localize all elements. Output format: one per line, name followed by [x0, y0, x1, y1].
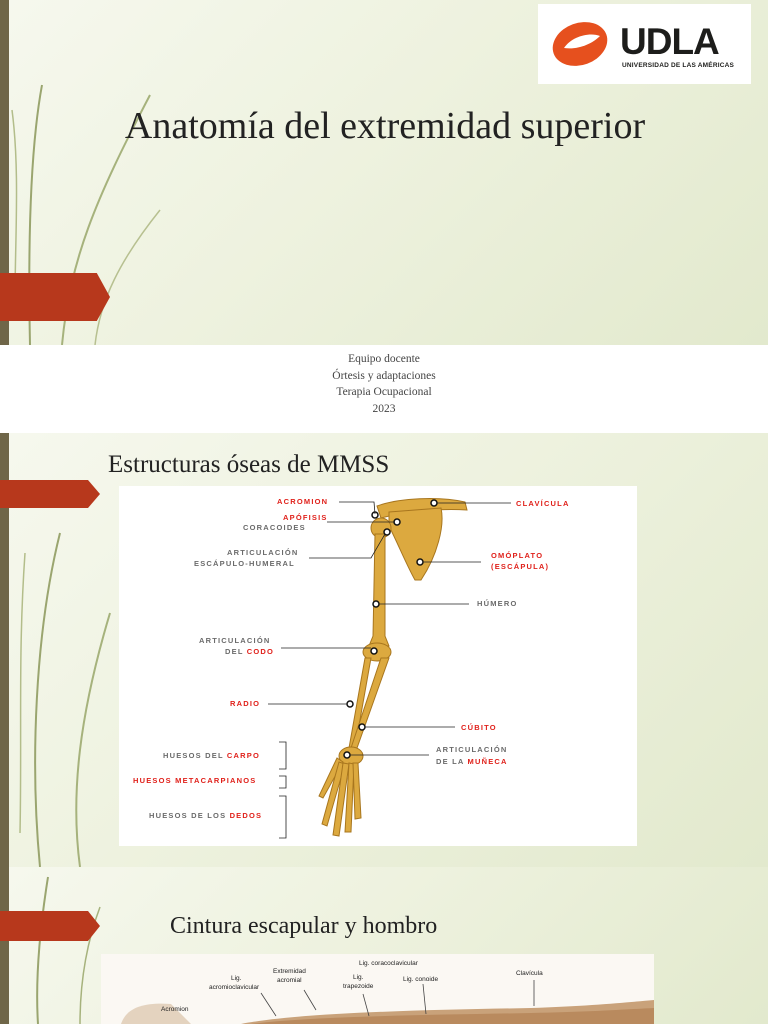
grass-decoration: [19, 532, 111, 867]
label-carpo-red: CARPO: [226, 751, 260, 760]
accent-arrow: [0, 911, 100, 941]
arm-skeleton-figure: ACROMION APÓFISIS CORACOIDES ARTICULACIÓ…: [119, 486, 637, 846]
label-codo: CODO: [246, 647, 275, 656]
label-articulacion-muneca-1: ARTICULACIÓN: [436, 745, 508, 754]
label-lig-coracoclavicular: Lig. coracoclavicular: [359, 960, 418, 967]
arm-skeleton-illustration: [268, 498, 511, 839]
label-muneca: MUÑECA: [467, 757, 508, 766]
credit-line: Terapia Ocupacional: [336, 386, 432, 398]
label-articulacion-escapulo-2: ESCÁPULO-HUMERAL: [194, 559, 295, 568]
credit-line: Equipo docente: [348, 353, 420, 365]
label-lig-acromio-1: Lig.: [231, 975, 242, 982]
label-extremidad-2: acromial: [277, 977, 302, 984]
label-apofisis: APÓFISIS: [283, 513, 328, 522]
label-radio: RADIO: [230, 699, 261, 708]
label-articulacion-codo-2: DEL CODO: [225, 647, 274, 657]
label-omoplato-1: OMÓPLATO: [491, 551, 544, 560]
shoulder-figure: Lig. coracoclavicular Extremidad acromia…: [101, 954, 654, 1024]
credit-line: 2023: [372, 402, 396, 415]
shoulder-illustration: [121, 980, 654, 1024]
accent-arrow: [0, 480, 100, 508]
credits-block: Equipo docente Órtesis y adaptaciones Te…: [0, 345, 768, 433]
slide-1-title: Anatomía del extremidad superior: [124, 105, 646, 147]
label-articulacion-muneca-2: DE LA MUÑECA: [436, 757, 508, 767]
label-de-la: DE LA: [436, 757, 468, 766]
credit-line: Órtesis y adaptaciones: [332, 369, 436, 382]
label-articulacion-codo-1: ARTICULACIÓN: [199, 636, 271, 645]
logo-text: UDLA: [620, 21, 720, 62]
label-huesos-de-los: HUESOS DE LOS: [149, 811, 230, 820]
label-extremidad-1: Extremidad: [273, 968, 306, 975]
label-lig-trap-2: trapezoide: [343, 983, 374, 990]
label-clavicula: Clavícula: [516, 970, 543, 977]
label-metacarpianos: HUESOS METACARPIANOS: [133, 776, 257, 785]
label-acromion: ACROMION: [277, 497, 329, 506]
slide-3: Cintura escapular y hombro Lig. coracocl…: [0, 867, 768, 1024]
slide-3-title: Cintura escapular y hombro: [170, 913, 438, 939]
label-lig-acromio-2: acromioclavicular: [209, 984, 260, 991]
label-humero: HÚMERO: [477, 599, 518, 608]
label-omoplato-2: (ESCÁPULA): [491, 562, 550, 571]
label-dedos: HUESOS DE LOS DEDOS: [149, 811, 262, 821]
left-bar: [0, 867, 9, 1024]
udla-logo-icon: [552, 22, 608, 66]
label-carpo: HUESOS DEL CARPO: [163, 751, 260, 761]
slide-1: UDLA UNIVERSIDAD DE LAS AMÉRICAS Anatomí…: [0, 0, 768, 345]
label-lig-trap-1: Lig.: [353, 974, 364, 981]
label-dedos-red: DEDOS: [229, 811, 263, 820]
left-bar: [0, 433, 9, 867]
left-bar: [0, 0, 9, 345]
label-del: DEL: [225, 647, 247, 656]
label-clavicula: CLAVÍCULA: [516, 499, 570, 508]
label-articulacion-escapulo-1: ARTICULACIÓN: [227, 548, 299, 557]
slide-2-title: Estructuras óseas de MMSS: [108, 451, 390, 478]
grass-decoration: [36, 876, 101, 1024]
slide-2: Estructuras óseas de MMSS: [0, 433, 768, 867]
accent-arrow: [0, 273, 110, 321]
label-coracoides: CORACOIDES: [243, 523, 306, 532]
logo-subtitle: UNIVERSIDAD DE LAS AMÉRICAS: [622, 62, 735, 69]
label-lig-conoide: Lig. conoide: [403, 976, 439, 983]
label-huesos-del: HUESOS DEL: [163, 751, 227, 760]
udla-logo: UDLA UNIVERSIDAD DE LAS AMÉRICAS: [538, 4, 751, 84]
label-cubito: CÚBITO: [461, 723, 497, 732]
label-acromion: Acromion: [161, 1006, 189, 1013]
